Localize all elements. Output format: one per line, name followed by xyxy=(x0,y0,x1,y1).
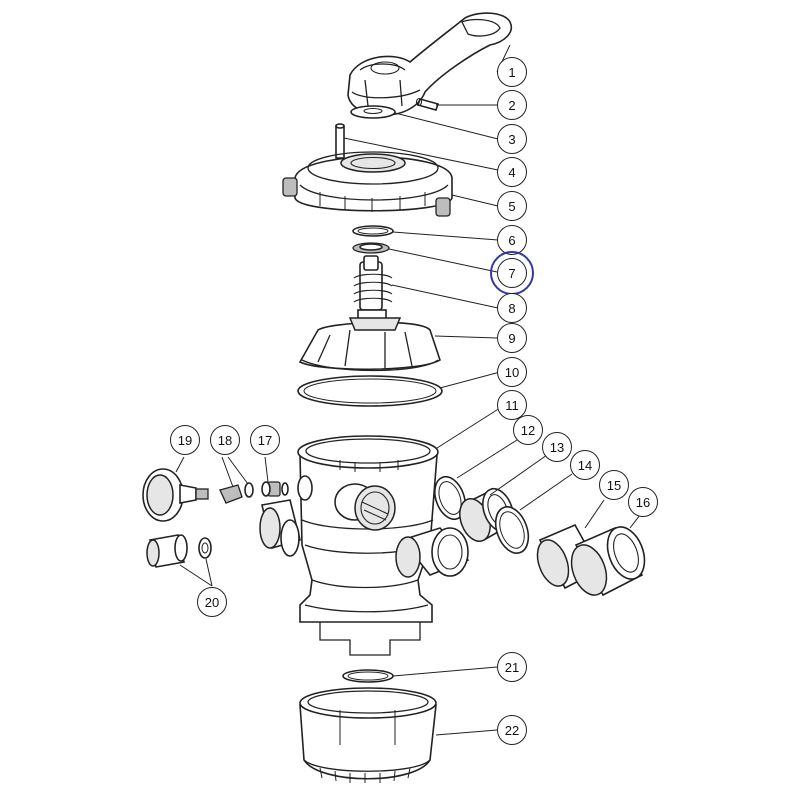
callout-2[interactable]: 2 xyxy=(497,90,527,120)
callout-5[interactable]: 5 xyxy=(497,191,527,221)
callout-13[interactable]: 13 xyxy=(542,432,572,462)
part-5-cover[interactable] xyxy=(282,151,453,217)
callout-21[interactable]: 21 xyxy=(497,652,527,682)
part-19-gauge[interactable] xyxy=(142,468,209,522)
callout-6[interactable]: 6 xyxy=(497,225,527,255)
part-1-handle[interactable] xyxy=(347,12,512,116)
callout-9[interactable]: 9 xyxy=(497,323,527,353)
callout-17[interactable]: 17 xyxy=(250,425,280,455)
part-7-washer[interactable] xyxy=(352,242,390,254)
callout-18[interactable]: 18 xyxy=(210,425,240,455)
part-3-washer[interactable] xyxy=(350,105,396,119)
part-4-pin[interactable] xyxy=(335,123,345,159)
callout-10[interactable]: 10 xyxy=(497,357,527,387)
part-16-union-nut[interactable] xyxy=(565,522,651,600)
callout-14[interactable]: 14 xyxy=(570,450,600,480)
part-9-rotor[interactable] xyxy=(298,317,441,372)
part-6-o-ring[interactable] xyxy=(352,225,394,237)
part-18-drain-plug[interactable] xyxy=(219,482,254,504)
callout-19[interactable]: 19 xyxy=(170,425,200,455)
part-17-plug[interactable] xyxy=(261,481,289,497)
callout-16[interactable]: 16 xyxy=(628,487,658,517)
part-21-o-ring[interactable] xyxy=(342,669,394,683)
part-12-o-ring[interactable] xyxy=(429,473,470,524)
part-10-gasket[interactable] xyxy=(297,375,443,407)
part-22-base[interactable] xyxy=(299,687,437,783)
callout-1[interactable]: 1 xyxy=(497,57,527,87)
part-14-o-ring[interactable] xyxy=(490,502,535,557)
leader-lines xyxy=(175,44,641,736)
callout-22[interactable]: 22 xyxy=(497,715,527,745)
callout-15[interactable]: 15 xyxy=(599,470,629,500)
part-2-pin[interactable] xyxy=(415,97,440,111)
part-20-sight-glass[interactable] xyxy=(146,534,212,568)
callout-8[interactable]: 8 xyxy=(497,293,527,323)
part-11-valve-body[interactable] xyxy=(259,435,470,656)
callout-7[interactable]: 7 xyxy=(490,251,534,295)
callout-3[interactable]: 3 xyxy=(497,124,527,154)
callout-4[interactable]: 4 xyxy=(497,157,527,187)
callout-20[interactable]: 20 xyxy=(197,587,227,617)
callout-12[interactable]: 12 xyxy=(513,415,543,445)
